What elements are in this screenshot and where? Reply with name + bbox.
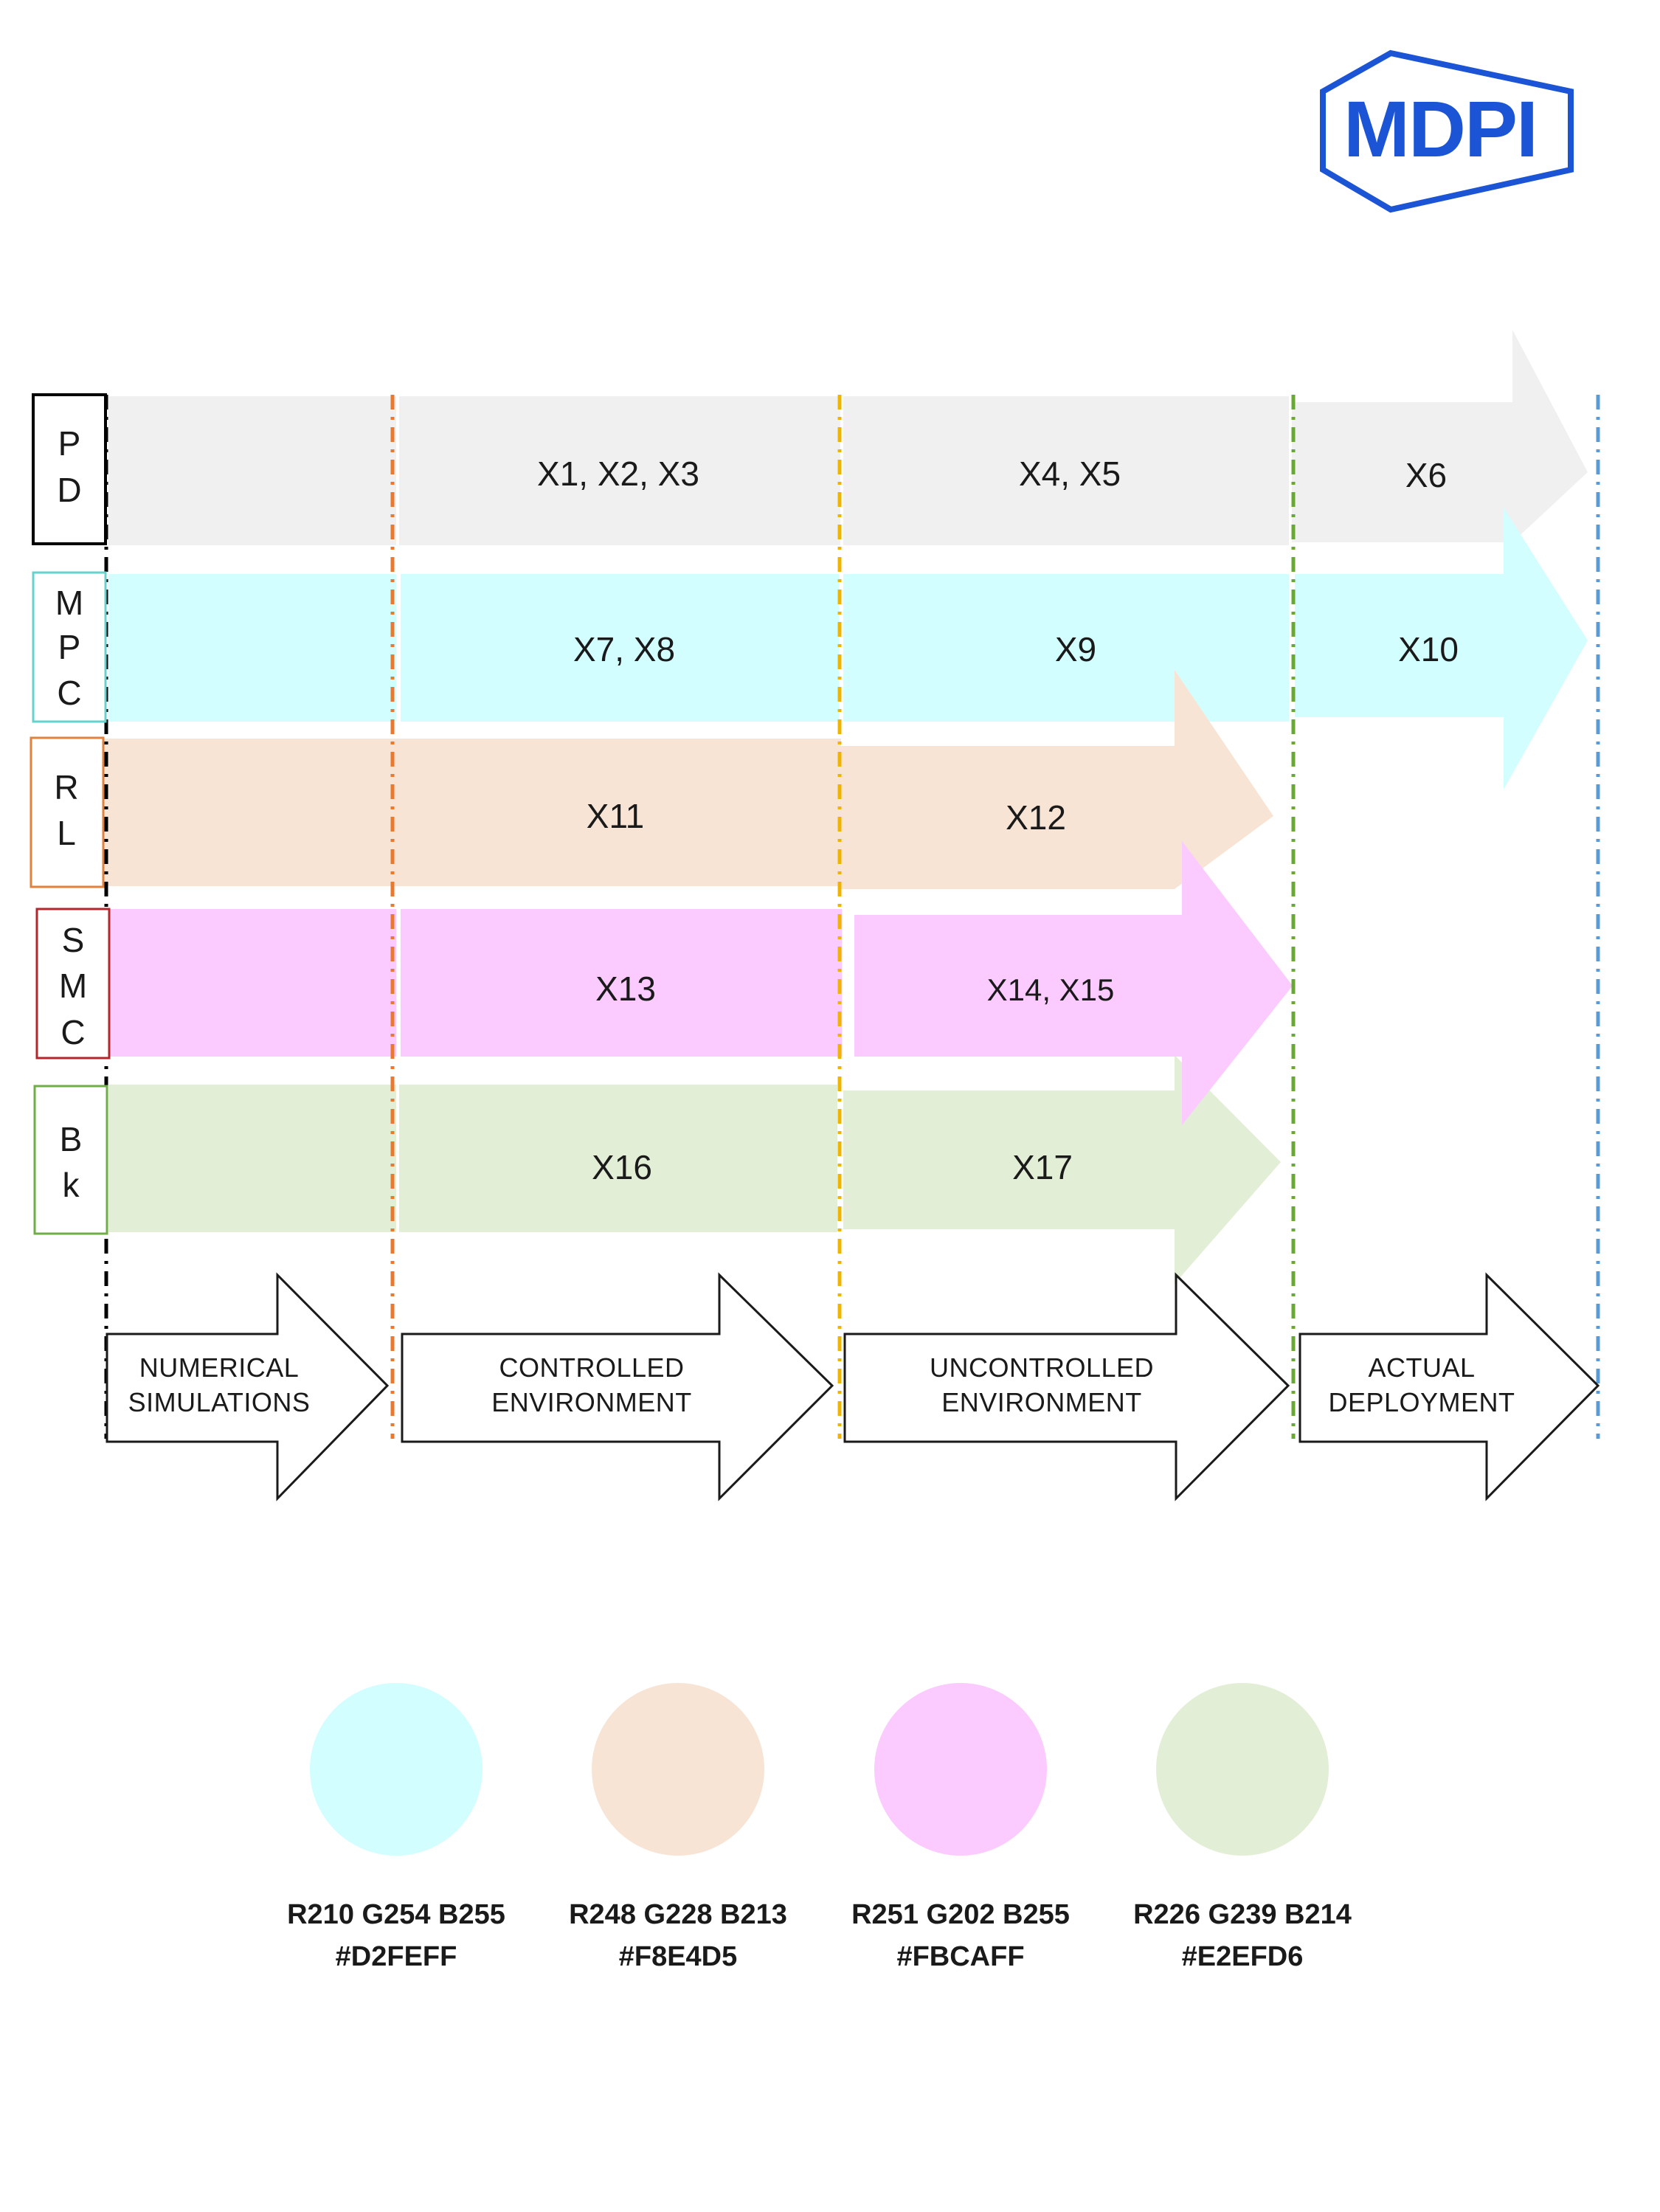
cell-bk-controlled: X16 bbox=[592, 1148, 652, 1186]
swatch-rgb: R210 G254 B255 bbox=[287, 1899, 505, 1930]
swatch-hex: #FBCAFF bbox=[896, 1941, 1024, 1972]
stage-label-line2: ENVIRONMENT bbox=[491, 1387, 692, 1417]
rl-bar-seg2 bbox=[395, 739, 841, 886]
bk-arrow-head bbox=[843, 1055, 1281, 1284]
logo-hexagon bbox=[1320, 49, 1574, 213]
stage-arrow-actual: ACTUAL DEPLOYMENT bbox=[1298, 1272, 1600, 1501]
swatch-peach: R248 G228 B213 #F8E4D5 bbox=[569, 1683, 787, 1972]
cell-rl-uncontrolled: X12 bbox=[1006, 798, 1066, 837]
row-bk bbox=[108, 1055, 1281, 1284]
smc-arrow-head bbox=[854, 841, 1293, 1125]
label-char: B bbox=[60, 1120, 83, 1158]
row-label-smc: S M C bbox=[35, 908, 111, 1060]
swatch-circle bbox=[592, 1683, 764, 1856]
row-label-rl: R L bbox=[30, 736, 105, 888]
swatch-circle bbox=[310, 1683, 483, 1856]
cell-pd-controlled: X1, X2, X3 bbox=[537, 455, 699, 493]
stage-arrows: NUMERICAL SIMULATIONS CONTROLLED ENVIRON… bbox=[106, 1272, 1600, 1501]
swatch-pink: R251 G202 B255 #FBCAFF bbox=[851, 1683, 1070, 1972]
label-box-bk bbox=[33, 1085, 108, 1235]
cell-pd-actual: X6 bbox=[1405, 456, 1447, 494]
smc-bar-seg1 bbox=[108, 909, 396, 1057]
swatch-rgb: R248 G228 B213 bbox=[569, 1899, 787, 1930]
stage-label-line1: CONTROLLED bbox=[499, 1352, 684, 1383]
label-char: P bbox=[58, 424, 81, 463]
swatch-rgb: R251 G202 B255 bbox=[851, 1899, 1070, 1930]
label-box-pd bbox=[32, 393, 107, 545]
pd-arrow-head bbox=[1292, 330, 1588, 542]
row-mpc bbox=[108, 508, 1588, 789]
row-smc bbox=[108, 841, 1293, 1125]
stage-label-line2: SIMULATIONS bbox=[128, 1387, 311, 1417]
row-rl bbox=[103, 670, 1273, 889]
mpc-bar-seg1 bbox=[108, 574, 396, 722]
mpc-bar-seg3 bbox=[843, 574, 1289, 722]
rl-bar-seg1 bbox=[103, 739, 398, 886]
cell-smc-uncontrolled: X14, X15 bbox=[987, 972, 1115, 1007]
row-pd bbox=[108, 330, 1588, 545]
pd-bar-seg3 bbox=[843, 396, 1289, 545]
stage-label-line1: ACTUAL bbox=[1368, 1352, 1475, 1383]
pd-bar-seg2 bbox=[399, 396, 840, 545]
smc-bar-seg2 bbox=[401, 909, 842, 1057]
cell-rl-controlled: X11 bbox=[587, 797, 644, 835]
mdpi-logo: MDPI bbox=[1320, 49, 1574, 213]
cell-labels: X1, X2, X3 X4, X5 X6 X7, X8 X9 X10 X11 X… bbox=[537, 455, 1459, 1186]
label-char: D bbox=[57, 471, 81, 509]
label-char: P bbox=[58, 628, 81, 666]
label-char: k bbox=[63, 1166, 80, 1204]
label-char: M bbox=[59, 967, 87, 1005]
stage-label-line1: UNCONTROLLED bbox=[930, 1352, 1154, 1383]
swatch-hex: #F8E4D5 bbox=[619, 1941, 738, 1972]
mpc-arrow-head bbox=[1295, 508, 1588, 789]
cell-mpc-actual: X10 bbox=[1398, 630, 1459, 668]
bk-bar-seg1 bbox=[108, 1085, 396, 1232]
swatch-circle bbox=[874, 1683, 1047, 1856]
stage-arrow-uncontrolled: UNCONTROLLED ENVIRONMENT bbox=[843, 1272, 1290, 1501]
swatch-cyan: R210 G254 B255 #D2FEFF bbox=[287, 1683, 505, 1972]
cell-smc-controlled: X13 bbox=[595, 970, 656, 1008]
rl-arrow-head bbox=[841, 670, 1273, 889]
label-box-smc bbox=[35, 908, 111, 1060]
mpc-bar-seg2 bbox=[401, 574, 839, 722]
swatch-rgb: R226 G239 B214 bbox=[1133, 1899, 1352, 1930]
label-char: R bbox=[54, 768, 78, 806]
stage-label-line2: ENVIRONMENT bbox=[941, 1387, 1142, 1417]
cell-mpc-uncontrolled: X9 bbox=[1055, 630, 1096, 668]
swatch-hex: #E2EFD6 bbox=[1182, 1941, 1304, 1972]
bk-bar-seg2 bbox=[399, 1085, 837, 1232]
swatch-hex: #D2FEFF bbox=[336, 1941, 457, 1972]
stage-label-line2: DEPLOYMENT bbox=[1328, 1387, 1515, 1417]
stage-label-line1: NUMERICAL bbox=[139, 1352, 300, 1383]
swatch-green: R226 G239 B214 #E2EFD6 bbox=[1133, 1683, 1352, 1972]
row-label-mpc: M P C bbox=[32, 571, 107, 723]
color-swatches: R210 G254 B255 #D2FEFF R248 G228 B213 #F… bbox=[287, 1683, 1352, 1972]
label-box-rl bbox=[30, 736, 105, 888]
label-char: S bbox=[62, 921, 85, 959]
label-box-mpc bbox=[32, 571, 107, 723]
label-char: C bbox=[60, 1013, 85, 1051]
label-char: C bbox=[57, 674, 81, 712]
label-char: L bbox=[57, 814, 76, 852]
stage-arrow-controlled: CONTROLLED ENVIRONMENT bbox=[401, 1272, 834, 1501]
row-label-bk: B k bbox=[33, 1085, 108, 1235]
label-char: M bbox=[55, 584, 83, 622]
cell-bk-uncontrolled: X17 bbox=[1012, 1148, 1073, 1186]
stage-arrow-numerical: NUMERICAL SIMULATIONS bbox=[106, 1272, 390, 1501]
cell-pd-uncontrolled: X4, X5 bbox=[1019, 455, 1121, 493]
row-label-pd: P D bbox=[32, 393, 107, 545]
logo-text: MDPI bbox=[1343, 84, 1537, 173]
swatch-circle bbox=[1156, 1683, 1329, 1856]
pd-bar-seg1 bbox=[108, 396, 396, 545]
cell-mpc-controlled: X7, X8 bbox=[573, 630, 675, 668]
